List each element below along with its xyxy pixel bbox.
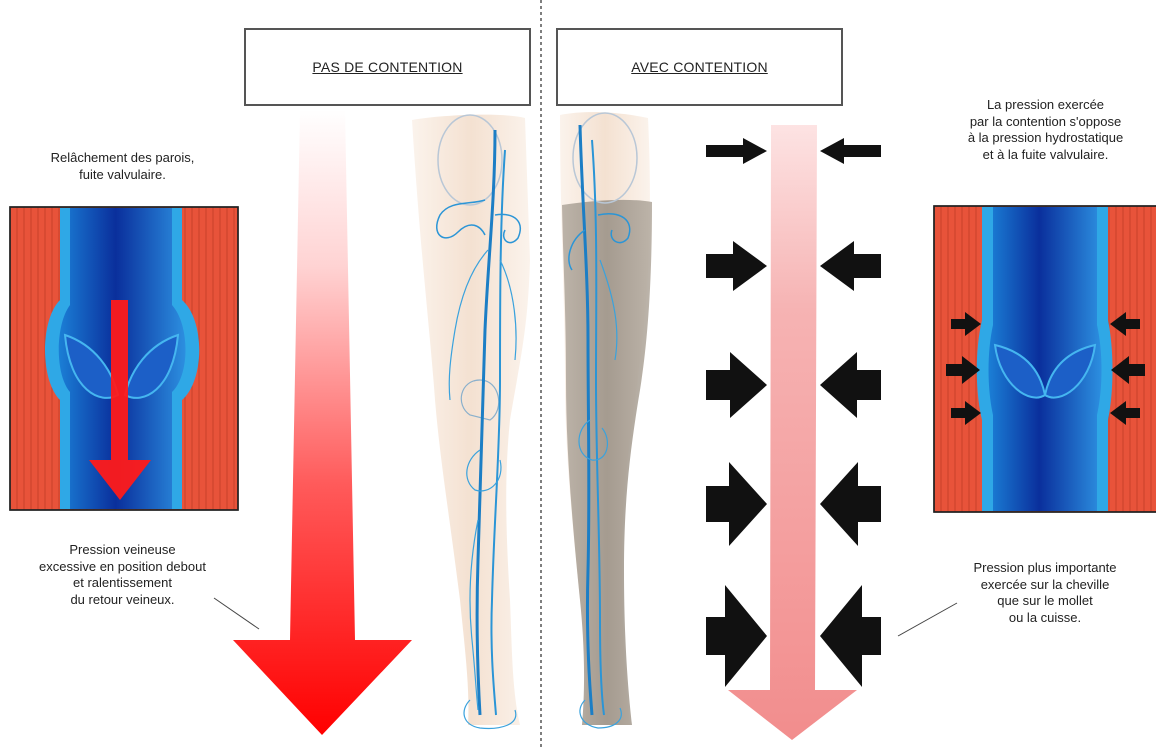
caption-line: Relâchement des parois,	[30, 150, 215, 167]
caption-line: et à la fuite valvulaire.	[938, 147, 1153, 164]
caption-line: exercée sur la cheville	[945, 577, 1145, 594]
caption-right-top: La pression exercée par la contention s'…	[938, 97, 1153, 163]
vein-valve-closed-icon	[934, 206, 1156, 512]
caption-left-bottom: Pression veineuse excessive en position …	[5, 542, 240, 608]
caption-left-top: Relâchement des parois, fuite valvulaire…	[30, 150, 215, 183]
leg-stocking-icon	[560, 112, 652, 728]
leg-veins-icon	[412, 115, 530, 729]
caption-line: Pression veineuse	[5, 542, 240, 559]
title-box-right: AVEC CONTENTION	[556, 28, 843, 106]
caption-line: fuite valvulaire.	[30, 167, 215, 184]
caption-line: à la pression hydrostatique	[938, 130, 1153, 147]
caption-line: La pression exercée	[938, 97, 1153, 114]
caption-line: du retour veineux.	[5, 592, 240, 609]
caption-line: ou la cuisse.	[945, 610, 1145, 627]
title-box-left: PAS DE CONTENTION	[244, 28, 531, 106]
down-arrow-icon	[233, 110, 412, 735]
title-pas-de-contention: PAS DE CONTENTION	[312, 59, 462, 75]
caption-line: par la contention s'oppose	[938, 114, 1153, 131]
title-avec-contention: AVEC CONTENTION	[631, 59, 768, 75]
caption-line: Pression plus importante	[945, 560, 1145, 577]
caption-line: et ralentissement	[5, 575, 240, 592]
caption-line: excessive en position debout	[5, 559, 240, 576]
caption-right-bottom: Pression plus importante exercée sur la …	[945, 560, 1145, 626]
caption-line: que sur le mollet	[945, 593, 1145, 610]
